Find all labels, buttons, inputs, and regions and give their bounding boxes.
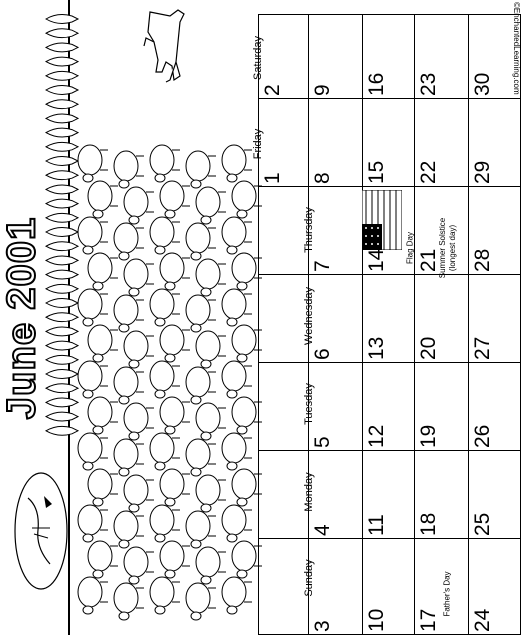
flag-day-note: Flag Day [405,231,415,265]
day-cell-10: 10 [365,608,388,632]
day-cell-5: 5 [311,436,334,448]
day-cell-23: 23 [417,72,440,96]
day-cell-7: 7 [311,260,334,272]
grid-line [258,274,521,275]
day-cell-11: 11 [365,514,388,536]
day-cell-22: 22 [417,160,440,184]
day-cell-26: 26 [471,424,494,448]
day-cell-15: 15 [365,160,388,184]
fathers-day-note: Father's Day [442,571,452,617]
day-cell-2: 2 [261,84,284,96]
day-cell-4: 4 [311,524,334,536]
grid-line [258,450,521,451]
calendar-grid: Sunday Monday Tuesday Wednesday Thursday… [252,14,521,635]
grid-line [258,362,521,363]
grid-line [468,14,469,635]
day-cell-9: 9 [311,84,334,96]
enchanted-learning-logo-icon [14,472,68,590]
illustration-panel: June 2001 [0,0,262,635]
grid-line [258,538,521,539]
day-cell-20: 20 [417,336,440,360]
tree-fence-icon [45,14,80,436]
grid-line [414,14,415,635]
grid-line [258,98,521,99]
day-cell-3: 3 [311,620,334,632]
day-cell-30: 30 [471,72,494,96]
grid-line [362,14,363,635]
day-cell-19: 19 [417,424,440,448]
day-cell-13: 13 [365,336,388,360]
day-cell-18: 18 [417,512,440,536]
calendar-title: June 2001 [0,216,45,420]
day-cell-6: 6 [311,348,334,360]
summer-solstice-note: Summer Solstice(longest day) [438,217,457,279]
day-cell-24: 24 [471,608,494,632]
grid-line [258,14,259,635]
sheepdog-icon [143,9,185,83]
day-cell-16: 16 [365,72,388,96]
day-cell-17: 17 [417,608,440,632]
day-cell-12: 12 [365,424,388,448]
day-cell-1: 1 [261,172,284,184]
day-cell-8: 8 [311,172,334,184]
sheep-herd-icon [77,144,262,621]
day-cell-25: 25 [471,512,494,536]
day-cell-29: 29 [471,160,494,184]
us-flag-icon [362,190,402,250]
day-cell-27: 27 [471,336,494,360]
grid-line [520,14,521,635]
grid-line [308,14,309,635]
grid-line [258,14,521,15]
day-cell-28: 28 [471,248,494,272]
grid-line [258,186,521,187]
